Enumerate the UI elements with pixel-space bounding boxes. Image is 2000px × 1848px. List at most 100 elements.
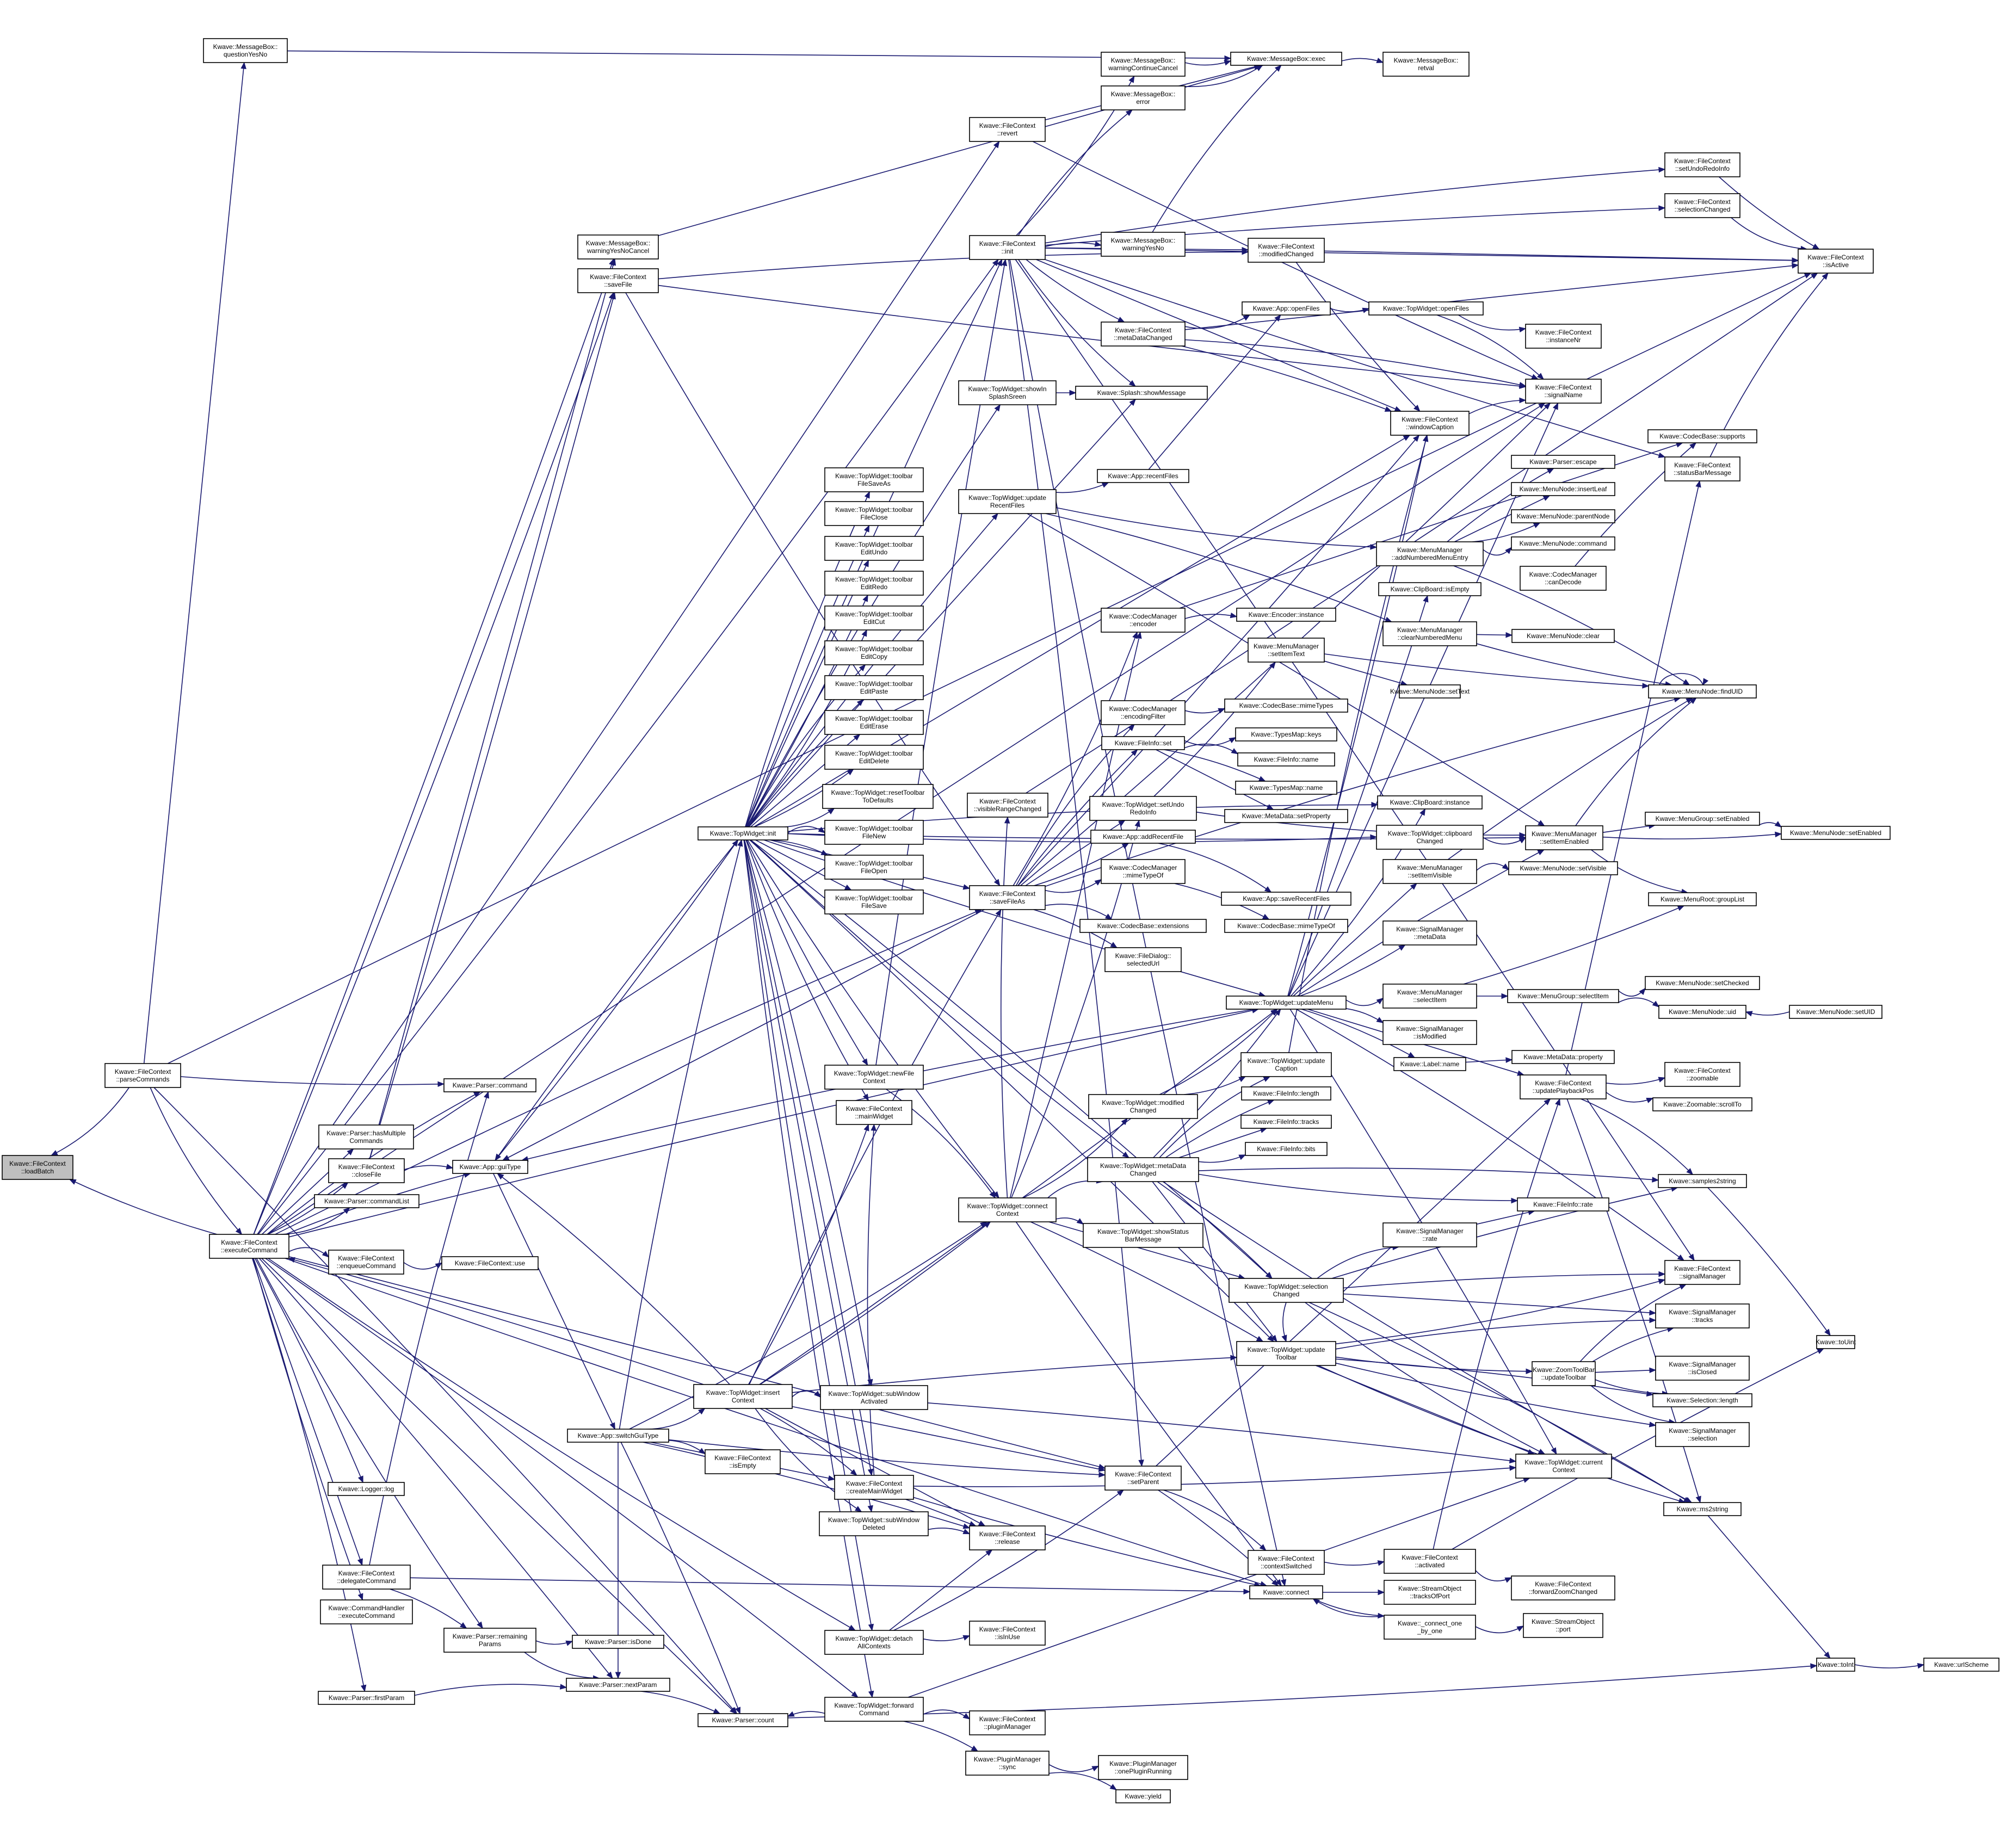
node-box[interactable] bbox=[824, 536, 924, 561]
node-pmSync[interactable]: Kwave::PluginManager::sync bbox=[965, 1751, 1050, 1776]
node-box[interactable] bbox=[1525, 825, 1603, 850]
node-cbMimeTypes[interactable]: Kwave::CodecBase::mimeTypes bbox=[1224, 699, 1348, 713]
node-box[interactable] bbox=[1511, 455, 1615, 469]
node-cbIsEmpty[interactable]: Kwave::ClipBoard::isEmpty bbox=[1378, 582, 1482, 596]
node-warningYesNo[interactable]: Kwave::MessageBox::warningYesNo bbox=[1101, 232, 1186, 257]
node-mgSetEnabled[interactable]: Kwave::MenuGroup::setEnabled bbox=[1645, 812, 1760, 826]
node-mimeTypeOf[interactable]: Kwave::CodecManager::mimeTypeOf bbox=[1101, 859, 1186, 884]
node-fiName[interactable]: Kwave::FileInfo::name bbox=[1237, 752, 1335, 767]
node-box[interactable] bbox=[965, 1751, 1050, 1776]
node-splashShow[interactable]: Kwave::Splash::showMessage bbox=[1075, 386, 1208, 400]
node-saveFileAs[interactable]: Kwave::FileContext::saveFileAs bbox=[969, 885, 1046, 910]
node-box[interactable] bbox=[1382, 621, 1477, 646]
node-parseCommands[interactable]: Kwave::FileContext::parseCommands bbox=[104, 1063, 181, 1088]
node-box[interactable] bbox=[1097, 469, 1189, 483]
node-box[interactable] bbox=[969, 1621, 1046, 1646]
node-smIsClosed[interactable]: Kwave::SignalManager::isClosed bbox=[1655, 1356, 1750, 1381]
node-fcRelease[interactable]: Kwave::FileContext::release bbox=[969, 1525, 1046, 1550]
node-box[interactable] bbox=[819, 1511, 929, 1536]
node-toInt[interactable]: Kwave::toInt bbox=[1816, 1658, 1855, 1672]
node-box[interactable] bbox=[1511, 1575, 1615, 1600]
node-box[interactable] bbox=[1368, 301, 1484, 316]
node-box[interactable] bbox=[1664, 456, 1740, 481]
node-box[interactable] bbox=[1655, 1356, 1750, 1381]
node-box[interactable] bbox=[824, 675, 924, 700]
node-box[interactable] bbox=[1236, 1341, 1336, 1366]
node-box[interactable] bbox=[314, 1194, 419, 1208]
node-box[interactable] bbox=[1241, 1086, 1331, 1101]
node-box[interactable] bbox=[1087, 1157, 1199, 1182]
node-topOpenFiles[interactable]: Kwave::TopWidget::openFiles bbox=[1368, 301, 1484, 316]
node-box[interactable] bbox=[824, 1630, 924, 1655]
node-box[interactable] bbox=[1648, 892, 1757, 906]
node-mmSetItemVisible[interactable]: Kwave::MenuManager::setItemVisible bbox=[1382, 859, 1477, 884]
node-box[interactable] bbox=[1384, 1580, 1476, 1605]
node-box[interactable] bbox=[1384, 1549, 1476, 1574]
node-box[interactable] bbox=[1101, 859, 1186, 884]
node-box[interactable] bbox=[443, 1078, 536, 1092]
node-kYield[interactable]: Kwave::yield bbox=[1115, 1789, 1171, 1803]
node-box[interactable] bbox=[1249, 1585, 1323, 1599]
node-box[interactable] bbox=[1376, 825, 1484, 850]
node-fcSelectionChanged[interactable]: Kwave::FileContext::selectionChanged bbox=[1664, 193, 1740, 218]
node-selLength[interactable]: Kwave::Selection::length bbox=[1652, 1393, 1752, 1407]
node-smIsModified[interactable]: Kwave::SignalManager::isModified bbox=[1382, 1020, 1477, 1045]
node-box[interactable] bbox=[1517, 1197, 1609, 1212]
node-box[interactable] bbox=[1523, 1613, 1603, 1638]
node-box[interactable] bbox=[1648, 684, 1757, 699]
node-fcRevert[interactable]: Kwave::FileContext::revert bbox=[969, 117, 1046, 142]
node-box[interactable] bbox=[1645, 812, 1760, 826]
node-mmSetItemEnabled[interactable]: Kwave::MenuManager::setItemEnabled bbox=[1525, 825, 1603, 850]
node-box[interactable] bbox=[1075, 386, 1208, 400]
node-selectedUrl[interactable]: Kwave::FileDialog::selectedUrl bbox=[1104, 947, 1182, 972]
node-box[interactable] bbox=[697, 1713, 788, 1727]
node-statusBarMessage[interactable]: Kwave::FileContext::statusBarMessage bbox=[1664, 456, 1740, 481]
node-box[interactable] bbox=[1382, 920, 1477, 945]
node-box[interactable] bbox=[1230, 52, 1342, 66]
node-urlScheme[interactable]: Kwave::urlScheme bbox=[1923, 1658, 1999, 1672]
node-box[interactable] bbox=[824, 501, 924, 526]
node-box[interactable] bbox=[824, 571, 924, 596]
node-box[interactable] bbox=[697, 826, 788, 840]
node-twModifiedChanged[interactable]: Kwave::TopWidget::modifiedChanged bbox=[1088, 1094, 1198, 1119]
node-mbExec[interactable]: Kwave::MessageBox::exec bbox=[1230, 52, 1342, 66]
node-box[interactable] bbox=[1248, 638, 1325, 663]
node-box[interactable] bbox=[1377, 795, 1483, 809]
node-box[interactable] bbox=[1079, 919, 1207, 933]
node-box[interactable] bbox=[572, 1635, 664, 1649]
node-box[interactable] bbox=[824, 820, 924, 845]
node-box[interactable] bbox=[577, 268, 659, 293]
node-box[interactable] bbox=[577, 234, 659, 259]
node-box[interactable] bbox=[1382, 1222, 1477, 1247]
node-box[interactable] bbox=[566, 1678, 670, 1692]
node-box[interactable] bbox=[1390, 411, 1470, 436]
node-appRecentFiles[interactable]: Kwave::App::recentFiles bbox=[1097, 469, 1189, 483]
node-parserEscape[interactable]: Kwave::Parser::escape bbox=[1511, 455, 1615, 469]
node-box[interactable] bbox=[967, 793, 1048, 818]
node-box[interactable] bbox=[824, 745, 924, 770]
node-box[interactable] bbox=[1221, 892, 1351, 906]
node-box[interactable] bbox=[1245, 1142, 1328, 1156]
node-loadBatch[interactable]: Kwave::FileContext::loadBatch bbox=[2, 1155, 73, 1180]
node-cmCanDecode[interactable]: Kwave::CodecManager::canDecode bbox=[1520, 566, 1607, 591]
node-box[interactable] bbox=[1101, 52, 1186, 77]
node-box[interactable] bbox=[1658, 1174, 1747, 1188]
node-box[interactable] bbox=[824, 605, 924, 631]
node-box[interactable] bbox=[1226, 996, 1347, 1010]
node-warningYesNoCancel[interactable]: Kwave::MessageBox::warningYesNoCancel bbox=[577, 234, 659, 259]
node-smTracks[interactable]: Kwave::SignalManager::tracks bbox=[1655, 1303, 1750, 1328]
node-executeCommand[interactable]: Kwave::FileContext::executeCommand bbox=[209, 1234, 289, 1259]
node-mnClear[interactable]: Kwave::MenuNode::clear bbox=[1511, 629, 1615, 643]
node-box[interactable] bbox=[322, 1565, 411, 1590]
node-soTracksOfPort[interactable]: Kwave::StreamObject::tracksOfPort bbox=[1384, 1580, 1476, 1605]
node-smRate[interactable]: Kwave::SignalManager::rate bbox=[1382, 1222, 1477, 1247]
node-box[interactable] bbox=[958, 380, 1057, 405]
node-fwdZoomChanged[interactable]: Kwave::FileContext::forwardZoomChanged bbox=[1511, 1575, 1615, 1600]
node-box[interactable] bbox=[824, 889, 924, 914]
